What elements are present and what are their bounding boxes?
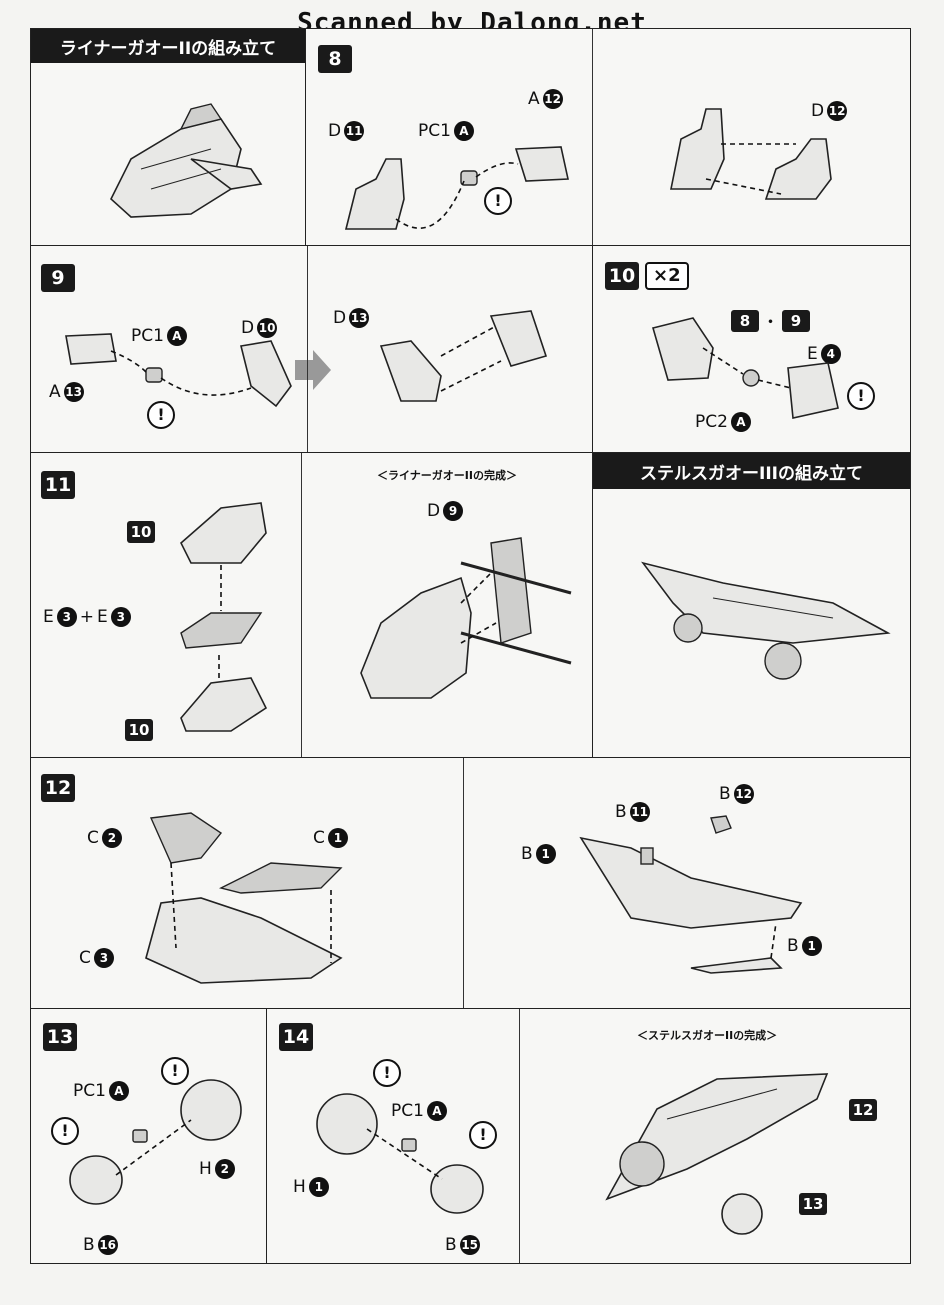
step-9-divider xyxy=(307,246,308,452)
panel-liner-intro: ライナーガオーIIの組み立て xyxy=(30,28,306,246)
warning-icon: ! xyxy=(484,187,512,215)
stealth-gao-complete-illustration xyxy=(605,1073,829,1235)
warning-icon: ! xyxy=(51,1117,79,1145)
caption-liner-complete: ＜ライナーガオーIIの完成＞ xyxy=(377,469,517,482)
step-11-divider xyxy=(301,453,302,757)
liner-gao-complete-illustration xyxy=(360,537,572,699)
step-9-assembly xyxy=(379,310,548,402)
arrow-right-icon xyxy=(295,350,331,390)
step-9-parts xyxy=(65,333,292,408)
step-10-multiplier: ×2 xyxy=(645,262,689,290)
label-ref-12: 12 xyxy=(849,1099,877,1121)
step-12-badge: 12 xyxy=(41,774,75,802)
label-ref-10-bottom: 10 xyxy=(125,719,153,741)
step-12-divider xyxy=(463,758,464,1008)
section-banner-stealth: ステルスガオーIIIの組み立て xyxy=(593,453,910,489)
label-ref-10-top: 10 xyxy=(127,521,155,543)
step-13-badge: 13 xyxy=(43,1023,77,1051)
warning-icon: ! xyxy=(469,1121,497,1149)
warning-icon: ! xyxy=(373,1059,401,1087)
label-ref-13: 13 xyxy=(799,1193,827,1215)
step-8-assembly xyxy=(670,108,832,200)
step-13-parts xyxy=(69,1079,242,1205)
caption-stealth-complete: ＜ステルスガオーIIの完成＞ xyxy=(637,1029,778,1042)
section-banner-liner: ライナーガオーIIの組み立て xyxy=(31,29,305,63)
step-8-parts xyxy=(344,146,569,230)
step-14-badge: 14 xyxy=(279,1023,313,1051)
stealth-gao-illustration xyxy=(641,561,891,680)
step-12-parts xyxy=(145,812,343,984)
step-11-parts xyxy=(180,502,268,732)
step-12-assembly xyxy=(579,815,803,974)
step-9-badge: 9 xyxy=(41,264,75,292)
step-14-parts xyxy=(316,1093,484,1214)
step-10-parts xyxy=(652,317,839,419)
liner-gao-illustration xyxy=(110,103,263,218)
warning-icon: ! xyxy=(847,382,875,410)
panel-stealth-intro: ステルスガオーIIIの組み立て xyxy=(592,452,911,758)
step-8-badge: 8 xyxy=(318,45,352,73)
warning-icon: ! xyxy=(147,401,175,429)
step-11-badge: 11 xyxy=(41,471,75,499)
step-14-divider xyxy=(519,1009,520,1263)
step-8-divider xyxy=(592,29,593,245)
label-ref-8-9: 8・9 xyxy=(731,308,810,333)
step-10-badge: 10 xyxy=(605,262,639,290)
warning-icon: ! xyxy=(161,1057,189,1085)
